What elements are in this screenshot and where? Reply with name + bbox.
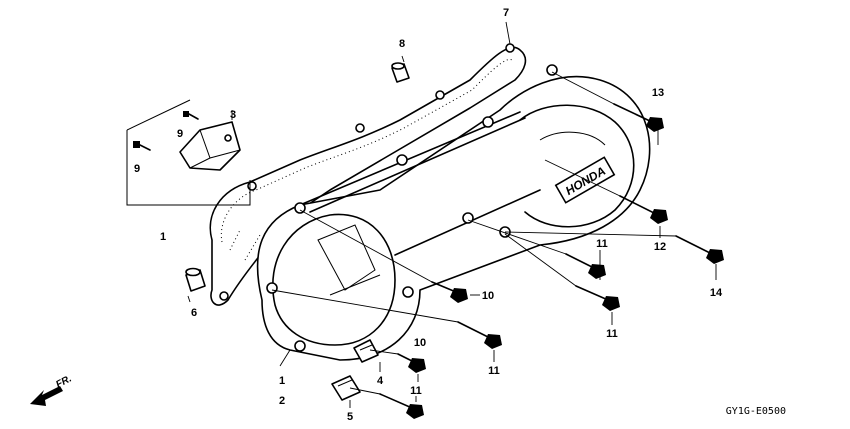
front-arrow: FR. (30, 373, 74, 406)
callouts: 7 8 3 9 9 1 6 1 2 4 5 10 10 11 11 11 11 … (134, 7, 723, 423)
callout-14: 14 (710, 287, 723, 299)
bolt-11-b (575, 285, 620, 311)
callout-9-left: 9 (134, 163, 140, 175)
clamp-5 (331, 375, 361, 401)
callout-5: 5 (347, 411, 353, 423)
bolt-9-upper (183, 111, 199, 120)
callout-12: 12 (654, 241, 666, 253)
bolt-10-a (431, 281, 468, 303)
left-crankcase-cover: HONDA (256, 64, 651, 361)
bolt-12 (619, 195, 668, 224)
callout-8: 8 (399, 38, 405, 50)
callout-10-b: 10 (414, 337, 426, 349)
clamp-4 (353, 339, 379, 363)
callout-3: 3 (230, 109, 236, 121)
dowel-pin-7 (185, 267, 206, 292)
dowel-pin-8 (391, 62, 410, 83)
bolt-11-d (379, 393, 424, 419)
bolt-11-c (457, 321, 502, 349)
bolt-13 (613, 103, 664, 132)
callout-11-c: 11 (488, 365, 500, 377)
callout-1-bottom: 1 (279, 375, 285, 387)
leader-lines (187, 21, 717, 408)
callout-11-b: 11 (606, 328, 618, 340)
bolt-10-b (397, 353, 426, 373)
callout-7: 6 (191, 307, 197, 319)
bolt-11-a (565, 253, 606, 279)
callout-4: 4 (377, 375, 384, 387)
callout-13: 13 (652, 87, 664, 99)
callout-1-top: 1 (160, 231, 166, 243)
callout-2: 2 (279, 395, 285, 407)
callout-6: 7 (503, 7, 509, 19)
front-arrow-label: FR. (54, 373, 73, 390)
callout-11-d: 11 (410, 385, 422, 397)
callout-10-a: 10 (482, 290, 494, 302)
callout-9-upper: 9 (177, 128, 183, 140)
bracket-assembly (126, 99, 251, 206)
callout-11-a: 11 (596, 238, 608, 250)
bolt-9-left (133, 141, 151, 151)
bolt-14 (675, 235, 724, 264)
drawing-code: GY1G-E0500 (726, 406, 786, 417)
